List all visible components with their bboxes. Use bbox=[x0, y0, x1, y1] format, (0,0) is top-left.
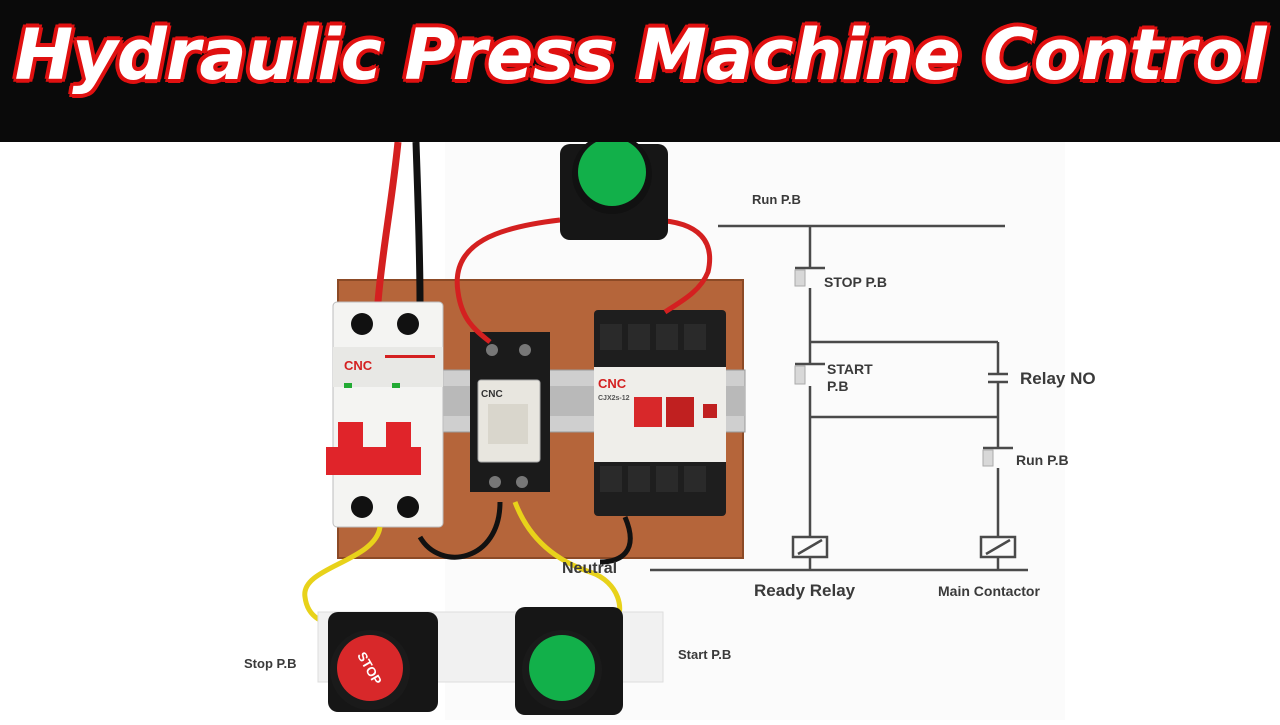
label-start-pb-diagram-line2: P.B bbox=[827, 378, 849, 394]
label-stop-pb-bottom: Stop P.B bbox=[244, 656, 297, 671]
page-title: Hydraulic Press Machine Control bbox=[14, 14, 1267, 96]
label-stop-pb-diagram: STOP P.B bbox=[824, 274, 888, 290]
label-run-pb-top: Run P.B bbox=[752, 192, 801, 207]
label-ready-relay: Ready Relay bbox=[754, 581, 856, 600]
contactor-brand: CNC bbox=[598, 376, 627, 391]
start-push-button[interactable] bbox=[515, 607, 623, 715]
label-start-pb-diagram-line1: START bbox=[827, 361, 873, 377]
relay-brand: CNC bbox=[481, 389, 503, 400]
run-pb-contact bbox=[982, 449, 994, 467]
main-contactor-coil bbox=[979, 535, 1017, 559]
stop-push-button[interactable] bbox=[328, 612, 438, 712]
wiring-scene: CNC CNC CNC CJX2 bbox=[0, 134, 1280, 720]
contactor-model: CJX2s-12 bbox=[598, 395, 630, 402]
relay bbox=[470, 332, 550, 492]
contactor bbox=[594, 310, 726, 516]
label-neutral: Neutral bbox=[562, 560, 618, 577]
label-relay-no: Relay NO bbox=[1020, 369, 1096, 388]
circuit-breaker bbox=[326, 301, 444, 528]
ladder-diagram bbox=[650, 224, 1028, 572]
label-start-pb-bottom: Start P.B bbox=[678, 647, 732, 662]
label-main-contactor: Main Contactor bbox=[938, 583, 1040, 599]
title-banner: Hydraulic Press Machine Control bbox=[0, 0, 1280, 142]
wiring-illustration: CNC CNC CNC CJX2 bbox=[0, 134, 1280, 720]
start-pb-contact bbox=[794, 365, 806, 385]
run-push-button[interactable] bbox=[560, 134, 668, 240]
breaker-brand: CNC bbox=[344, 358, 373, 373]
label-run-pb-branch: Run P.B bbox=[1016, 452, 1069, 468]
ready-relay-coil bbox=[791, 535, 829, 559]
stop-pb-contact bbox=[794, 269, 806, 287]
